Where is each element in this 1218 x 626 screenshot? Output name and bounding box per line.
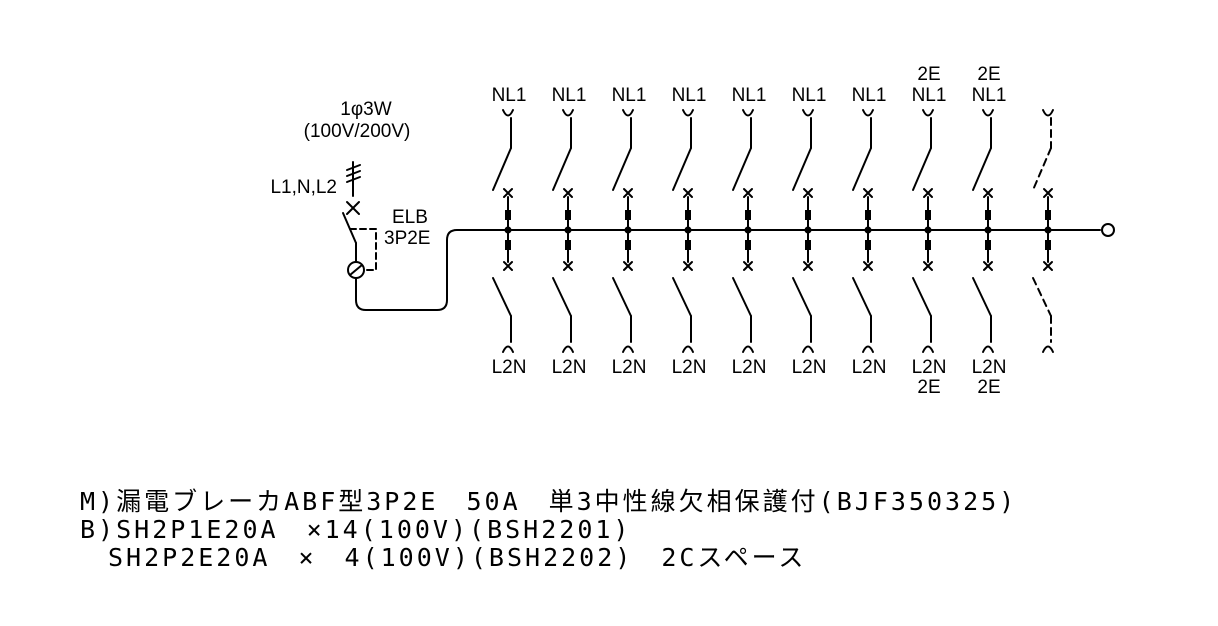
bus-end-terminal xyxy=(1101,223,1115,237)
branch-bottom-extra-label: 2E xyxy=(917,377,940,398)
supply-cable-marks xyxy=(346,161,361,197)
top-terminal xyxy=(742,109,754,117)
top-terminal xyxy=(562,109,574,117)
bus-contact xyxy=(805,240,811,250)
branch-circuit xyxy=(612,109,634,353)
bus-contact xyxy=(685,210,691,220)
bottom-terminal xyxy=(802,345,814,353)
branch-top-label: NL1 xyxy=(672,85,707,106)
bus-contact xyxy=(925,210,931,220)
branch-top-extra-label: 2E xyxy=(917,64,940,85)
bus-contact xyxy=(685,240,691,250)
bus-contact xyxy=(925,240,931,250)
branch-circuit xyxy=(552,109,574,353)
branch-bottom-label: L2N xyxy=(972,357,1007,378)
bottom-terminal xyxy=(562,345,574,353)
branch-circuit xyxy=(792,109,814,353)
branch-top-label: NL1 xyxy=(852,85,887,106)
branch-top-extra-label: 2E xyxy=(977,64,1000,85)
bottom-terminal xyxy=(922,345,934,353)
bus-contact xyxy=(805,210,811,220)
note-branch-breakers-2: SH2P2E20A × 4(100V)(BSH2202) 2Cスペース xyxy=(80,543,807,572)
bus-contact xyxy=(1045,210,1051,220)
branch-circuit xyxy=(492,109,514,353)
bus-contact xyxy=(625,210,631,220)
branch-bottom-label: L2N xyxy=(732,357,767,378)
top-terminal xyxy=(922,109,934,117)
bottom-terminal xyxy=(862,345,874,353)
branch-bottom-label: L2N xyxy=(792,357,827,378)
top-terminal xyxy=(622,109,634,117)
bus-contact xyxy=(745,210,751,220)
branch-top-label: NL1 xyxy=(552,85,587,106)
branch-top-label: NL1 xyxy=(732,85,767,106)
note-main-breaker: M)漏電ブレーカABF型3P2E 50A 単3中性線欠相保護付(BJF35032… xyxy=(80,487,1018,516)
branch-bottom-label: L2N xyxy=(852,357,887,378)
main-breaker-type-label: ELB xyxy=(392,207,428,228)
branch-bottom-label: L2N xyxy=(672,357,707,378)
bus-contact xyxy=(565,240,571,250)
main-breaker-poles-label: 3P2E xyxy=(384,228,430,249)
branch-top-label: NL1 xyxy=(972,85,1007,106)
branch-circuit xyxy=(732,109,754,353)
top-terminal xyxy=(982,109,994,117)
bus-contact xyxy=(1045,240,1051,250)
bus-contact xyxy=(505,210,511,220)
branch-circuit xyxy=(672,109,694,353)
top-terminal xyxy=(1042,109,1054,117)
bottom-terminal xyxy=(742,345,754,353)
top-terminal xyxy=(802,109,814,117)
bottom-terminal xyxy=(682,345,694,353)
main-feeder-wire xyxy=(355,229,1101,311)
branch-circuit xyxy=(912,109,934,353)
top-terminal xyxy=(502,109,514,117)
branch-circuit xyxy=(1032,109,1054,353)
branch-bottom-label: L2N xyxy=(612,357,647,378)
top-terminal xyxy=(682,109,694,117)
supply-voltage-label: (100V/200V) xyxy=(304,121,411,142)
branch-bottom-label: L2N xyxy=(912,357,947,378)
bus-contact xyxy=(865,210,871,220)
bottom-terminal xyxy=(1042,345,1054,353)
branch-top-label: NL1 xyxy=(912,85,947,106)
bus-contact xyxy=(625,240,631,250)
bottom-terminal xyxy=(982,345,994,353)
branch-circuit xyxy=(972,109,994,353)
bus-contact xyxy=(865,240,871,250)
note-branch-breakers-1: B)SH2P1E20A ×14(100V)(BSH2201) xyxy=(80,515,632,544)
branch-bottom-label: L2N xyxy=(552,357,587,378)
supply-phase-label: 1φ3W xyxy=(340,99,391,120)
bottom-terminal xyxy=(502,345,514,353)
branch-bottom-label: L2N xyxy=(492,357,527,378)
main-breaker-contact xyxy=(342,201,360,263)
branch-bottom-extra-label: 2E xyxy=(977,377,1000,398)
supply-lines-label: L1,N,L2 xyxy=(270,177,337,198)
bus-contact xyxy=(985,210,991,220)
bus-contact xyxy=(565,210,571,220)
bus-contact xyxy=(745,240,751,250)
branch-top-label: NL1 xyxy=(792,85,827,106)
branch-top-label: NL1 xyxy=(612,85,647,106)
branch-top-label: NL1 xyxy=(492,85,527,106)
branch-circuit xyxy=(852,109,874,353)
top-terminal xyxy=(862,109,874,117)
bus-contact xyxy=(985,240,991,250)
bottom-terminal xyxy=(622,345,634,353)
bus-contact xyxy=(505,240,511,250)
